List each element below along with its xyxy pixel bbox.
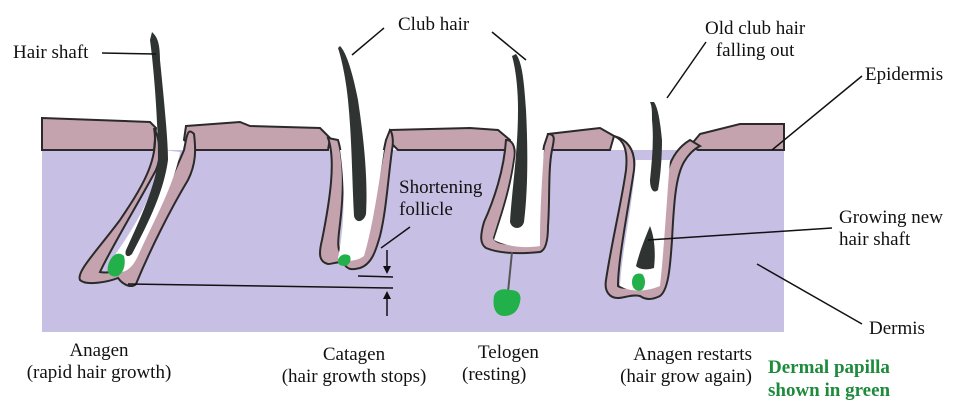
label-growing-new-hair-shaft: Growing new hair shaft <box>839 207 943 251</box>
leader-shortening-follicle <box>380 226 411 249</box>
stage-anagen-restarts: Anagen restarts (hair grow again) <box>596 344 752 388</box>
stage-description: (rapid hair growth) <box>26 362 172 383</box>
label-shortening-line1: Shortening <box>399 177 483 198</box>
follicle-sheath <box>480 132 555 255</box>
label-old-club-hair-line1: Old club hair <box>705 18 806 39</box>
follicle-inner <box>620 160 670 291</box>
stage-description: (hair growth stops) <box>281 366 427 387</box>
leader-club-hair-right <box>491 31 527 61</box>
label-club-hair: Club hair <box>398 14 470 35</box>
follicle-catagen <box>319 46 394 271</box>
stage-description: (hair grow again) <box>620 366 752 387</box>
stage-anagen: Anagen (rapid hair growth) <box>14 340 184 384</box>
anagen-base-line <box>127 283 394 289</box>
shortening-arrows <box>383 250 391 316</box>
stage-name: Anagen restarts <box>633 344 752 365</box>
dermal-papilla <box>107 253 125 277</box>
label-shortening-line2: follicle <box>399 199 453 220</box>
label-old-club-hair: Old club hair falling out <box>705 18 805 62</box>
follicle-anagen <box>78 32 197 287</box>
old-club-hair <box>650 102 662 192</box>
follicle-telogen <box>480 54 555 316</box>
label-growing-line2: hair shaft <box>839 229 911 250</box>
caption-line1: Dermal papilla <box>768 357 890 378</box>
dermal-papilla <box>632 273 645 291</box>
stage-name: Anagen <box>69 340 129 361</box>
leader-growing-new-shaft <box>647 227 833 241</box>
club-hair-shaft <box>510 54 528 228</box>
label-growing-line1: Growing new <box>839 207 943 228</box>
catagen-base-line <box>357 275 394 278</box>
label-dermis: Dermis <box>869 318 925 339</box>
new-hair-shaft <box>636 226 655 270</box>
follicle-sheath <box>604 135 703 300</box>
epidermis-layer <box>41 116 785 151</box>
follicle-anagen-restarts <box>604 102 703 300</box>
label-old-club-hair-line2: falling out <box>715 40 795 61</box>
stage-name: Catagen <box>322 344 386 365</box>
follicle-sheath <box>78 127 197 287</box>
stage-name: Telogen <box>478 342 539 363</box>
leader-old-club-hair <box>666 41 707 99</box>
dermal-papilla <box>338 254 351 266</box>
label-shortening-follicle: Shortening follicle <box>399 177 482 221</box>
club-hair-shaft <box>338 46 367 222</box>
leader-epidermis <box>771 75 863 151</box>
leader-dermis <box>756 263 863 325</box>
dermal-papilla <box>493 289 521 316</box>
label-epidermis: Epidermis <box>865 64 944 85</box>
label-hair-shaft: Hair shaft <box>13 42 89 63</box>
stage-telogen: Telogen (resting) <box>462 342 539 386</box>
stage-description: (resting) <box>462 364 527 385</box>
papilla-caption: Dermal papilla shown in green <box>768 356 890 402</box>
caption-line2: shown in green <box>768 380 891 401</box>
hair-shaft <box>125 32 168 257</box>
leader-club-hair-left <box>351 27 385 56</box>
papilla-strand <box>507 251 513 293</box>
leader-hair-shaft <box>101 52 157 55</box>
stage-catagen: Catagen (hair growth stops) <box>266 344 442 388</box>
